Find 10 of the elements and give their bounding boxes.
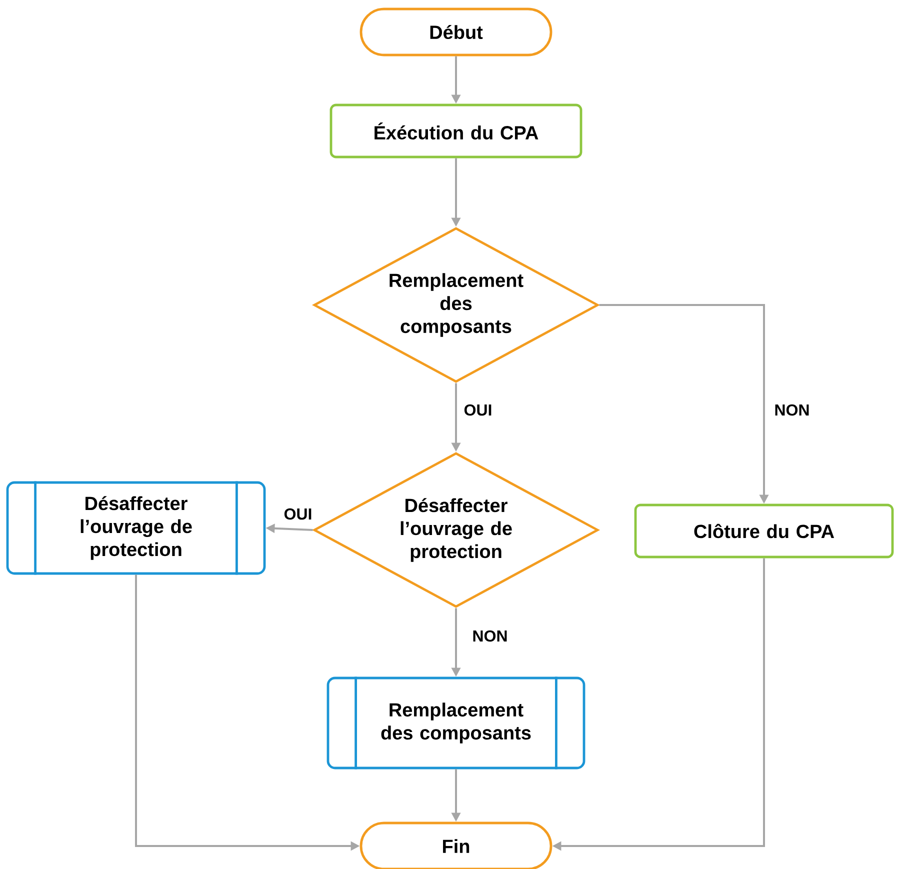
edge-label: OUI [462, 403, 494, 417]
terminal-box: Début [360, 8, 552, 56]
process-box: Clôture du CPA [634, 504, 894, 558]
process-box: Éxécution du CPA [330, 104, 582, 158]
edge-label: NON [471, 629, 509, 643]
terminal-box: Fin [360, 822, 552, 869]
edge-label: OUI [282, 507, 314, 521]
edge-label: NON [773, 403, 811, 417]
subprocess-box: Remplacement des composants [326, 676, 586, 770]
subprocess-box: Désaffecter l’ouvrage de protection [6, 481, 266, 575]
